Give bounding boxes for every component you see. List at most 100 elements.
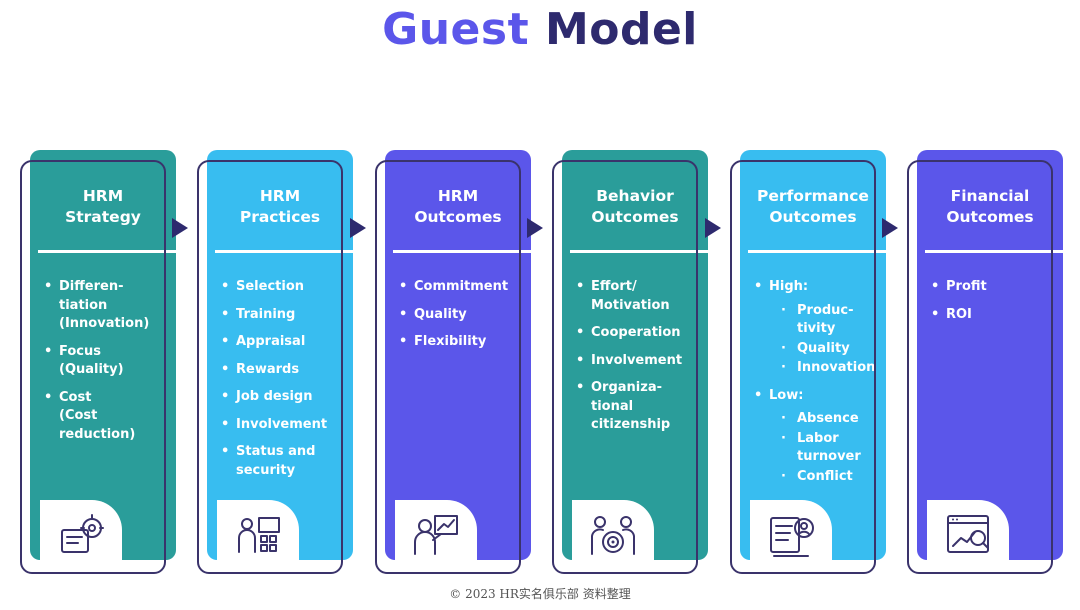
performance-review-icon <box>768 512 816 558</box>
sub-item: Conflict <box>769 468 884 487</box>
icon-badge <box>40 500 122 562</box>
list-item-text: Appraisal <box>236 334 306 349</box>
title-word-guest: Guest <box>382 4 530 55</box>
list-item: Involvement <box>221 416 351 435</box>
list-item-text: Differen-tiation(Innovation) <box>59 279 150 331</box>
column-card-5: PerformanceOutcomesHigh: Produc-tivityQua… <box>740 150 906 562</box>
column-outline-2 <box>197 160 343 574</box>
diagram-title: Guest Model <box>0 4 1080 60</box>
sub-item: Produc-tivity <box>769 302 884 339</box>
column-title-line2: Outcomes <box>946 208 1034 226</box>
list-item: Cooperation <box>576 324 706 343</box>
sub-item-list: AbsenceLaborturnoverConflict <box>769 410 884 486</box>
list-item-text: Effort/Motivation <box>591 279 670 313</box>
column-title-line1: HRM <box>82 187 124 205</box>
list-item-text: Commitment <box>414 279 509 294</box>
copyright-footer: © 2023 HR实名俱乐部 资料整理 <box>449 587 631 601</box>
team-board-icon <box>235 512 283 558</box>
list-item-text: Profit <box>946 279 987 294</box>
list-item: Low: AbsenceLaborturnoverConflict <box>754 387 884 487</box>
column-outline-3 <box>375 160 521 574</box>
list-item-text: Quality <box>414 306 467 322</box>
column-card-1: HRM StrategyDifferen-tiation(Innovation) F… <box>30 150 196 562</box>
column-item-list: ProfitROI <box>931 278 1061 333</box>
list-item: Profit <box>931 278 1061 297</box>
list-item: Effort/Motivation <box>576 278 706 315</box>
column-title-line2: Outcomes <box>769 208 857 226</box>
column-title: HRM Outcomes <box>385 186 531 228</box>
list-item: Training <box>221 306 351 325</box>
list-item-text: Low: <box>769 387 804 403</box>
icon-badge <box>750 500 832 562</box>
column-title-line1: HRM <box>259 187 301 205</box>
list-item: Rewards <box>221 361 351 380</box>
column-divider <box>393 250 551 253</box>
column-card-2: HRM PracticesSelectionTrainingAppraisalRe… <box>207 150 373 562</box>
column-outline-6 <box>907 160 1053 574</box>
people-target-icon <box>590 512 638 558</box>
column-card-3: HRM OutcomesCommitmentQualityFlexibility <box>385 150 551 562</box>
list-item: Selection <box>221 278 351 297</box>
list-item-text: Flexibility <box>414 334 487 349</box>
column-title-line2: Practices <box>239 208 321 226</box>
list-item: Quality <box>399 306 529 325</box>
column-divider <box>925 250 1080 253</box>
column-title-line1: Performance <box>757 187 869 205</box>
column-title-line2: Strategy <box>65 208 141 226</box>
list-item-text: High: <box>769 279 809 294</box>
column-divider <box>215 250 373 253</box>
column-card-4: BehaviorOutcomesEffort/MotivationCoopera… <box>562 150 728 562</box>
icon-badge <box>217 500 299 562</box>
list-item-text: Involvement <box>591 352 683 368</box>
title-word-model: Model <box>544 4 698 55</box>
list-item-text: ROI <box>946 306 972 322</box>
column-item-list: Effort/MotivationCooperationInvolvementO… <box>576 278 706 444</box>
column-title-line1: Financial <box>950 187 1030 205</box>
flow-arrow-3 <box>527 218 543 238</box>
column-item-list: CommitmentQualityFlexibility <box>399 278 529 361</box>
column-outline-5 <box>730 160 876 574</box>
list-item-text: Cooperation <box>591 325 681 340</box>
financial-report-icon <box>945 512 993 558</box>
flow-arrow-2 <box>350 218 366 238</box>
column-title-line2: Outcomes <box>591 208 679 226</box>
column-item-list: Differen-tiation(Innovation) Focus(Qualit… <box>44 278 174 453</box>
list-item: Flexibility <box>399 333 529 352</box>
list-item-text: Involvement <box>236 416 328 432</box>
column-title: HRM Strategy <box>30 186 176 228</box>
strategy-gear-icon <box>58 512 106 558</box>
sub-item-list: Produc-tivityQualityInnovation <box>769 302 884 378</box>
column-item-list: SelectionTrainingAppraisalRewardsJob des… <box>221 278 351 489</box>
list-item-text: Training <box>236 306 296 322</box>
sub-item: Absence <box>769 410 884 429</box>
flow-arrow-4 <box>705 218 721 238</box>
flow-arrow-5 <box>882 218 898 238</box>
column-divider <box>38 250 196 253</box>
column-outline-1 <box>20 160 166 574</box>
list-item-text: Rewards <box>236 361 300 377</box>
list-item: Differen-tiation(Innovation) <box>44 278 174 334</box>
icon-badge <box>572 500 654 562</box>
list-item: Commitment <box>399 278 529 297</box>
column-title-line1: HRM <box>437 187 479 205</box>
list-item-text: Focus(Quality) <box>59 343 124 378</box>
list-item: High: Produc-tivityQualityInnovation <box>754 278 884 378</box>
column-title: HRM Practices <box>207 186 353 228</box>
list-item: Job design <box>221 388 351 407</box>
list-item: Focus(Quality) <box>44 343 174 380</box>
column-divider <box>748 250 906 253</box>
column-title-line1: Behavior <box>596 187 674 205</box>
column-outline-4 <box>552 160 698 574</box>
column-title-line2: Outcomes <box>414 208 502 226</box>
column-item-list: High: Produc-tivityQualityInnovationLow: A… <box>754 278 884 495</box>
column-divider <box>570 250 728 253</box>
icon-badge <box>927 500 1009 562</box>
